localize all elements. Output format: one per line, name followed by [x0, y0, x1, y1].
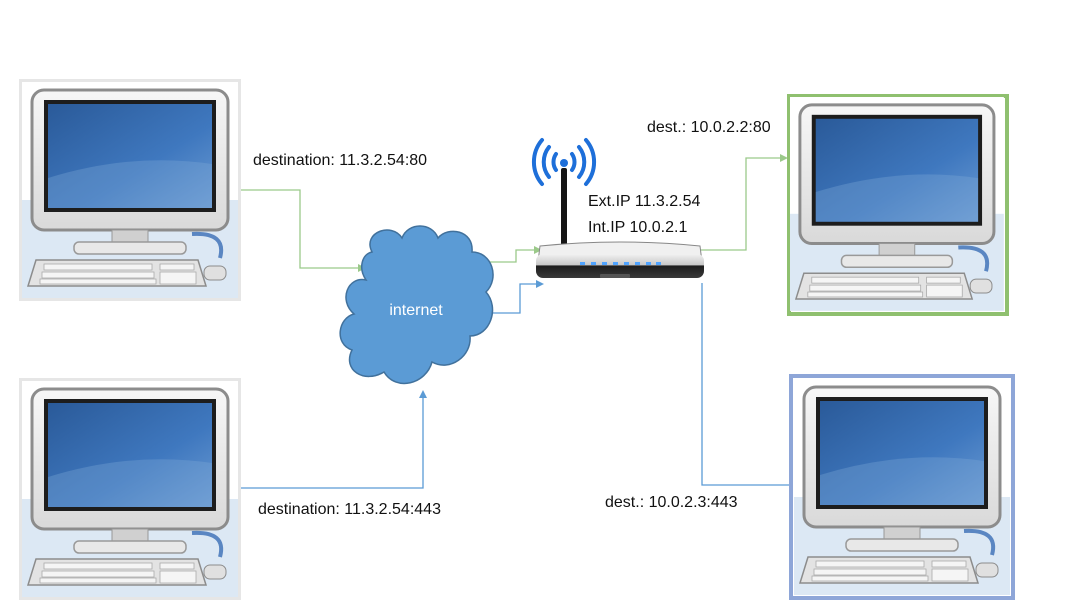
wireless-router: Ext.IP 11.3.2.54 Int.IP 10.0.2.1: [531, 138, 704, 278]
arrowhead-top-right: [780, 154, 788, 162]
computer-bottom-right: [789, 374, 1015, 600]
wifi-signal-icon: [531, 138, 597, 186]
label-bottom-right-dest: dest.: 10.0.2.3:443: [605, 494, 738, 511]
router-ext-ip: Ext.IP 11.3.2.54: [588, 193, 700, 210]
link-cloud-to-router-green: [484, 249, 536, 263]
label-bottom-left-destination: destination: 11.3.2.54:443: [258, 501, 441, 518]
arrowhead-router-green: [534, 246, 542, 254]
computer-icon: [792, 377, 1012, 597]
wireless-router-icon: [531, 138, 704, 278]
arrowhead-bottom-left: [419, 390, 427, 398]
link-router-to-bottom-right: [701, 283, 794, 486]
link-bottom-left-to-cloud: [240, 396, 424, 489]
computer-top-right: [787, 94, 1009, 316]
computer-bottom-left: [19, 378, 241, 600]
computer-icon: [788, 95, 1006, 313]
label-top-right-dest: dest.: 10.0.2.2:80: [647, 119, 771, 136]
link-router-to-top-right: [700, 157, 782, 251]
label-top-left-destination: destination: 11.3.2.54:80: [253, 152, 427, 169]
computer-icon: [20, 379, 240, 599]
router-int-ip: Int.IP 10.0.2.1: [588, 219, 687, 236]
computer-top-left: [19, 79, 241, 301]
link-cloud-to-router-blue: [492, 283, 538, 314]
arrowhead-router-blue: [536, 280, 544, 288]
cloud-icon: [339, 225, 494, 385]
cloud-label: internet: [389, 302, 443, 319]
link-top-left-to-cloud: [240, 189, 360, 269]
internet-cloud: internet: [339, 225, 494, 385]
computer-icon: [20, 80, 240, 300]
